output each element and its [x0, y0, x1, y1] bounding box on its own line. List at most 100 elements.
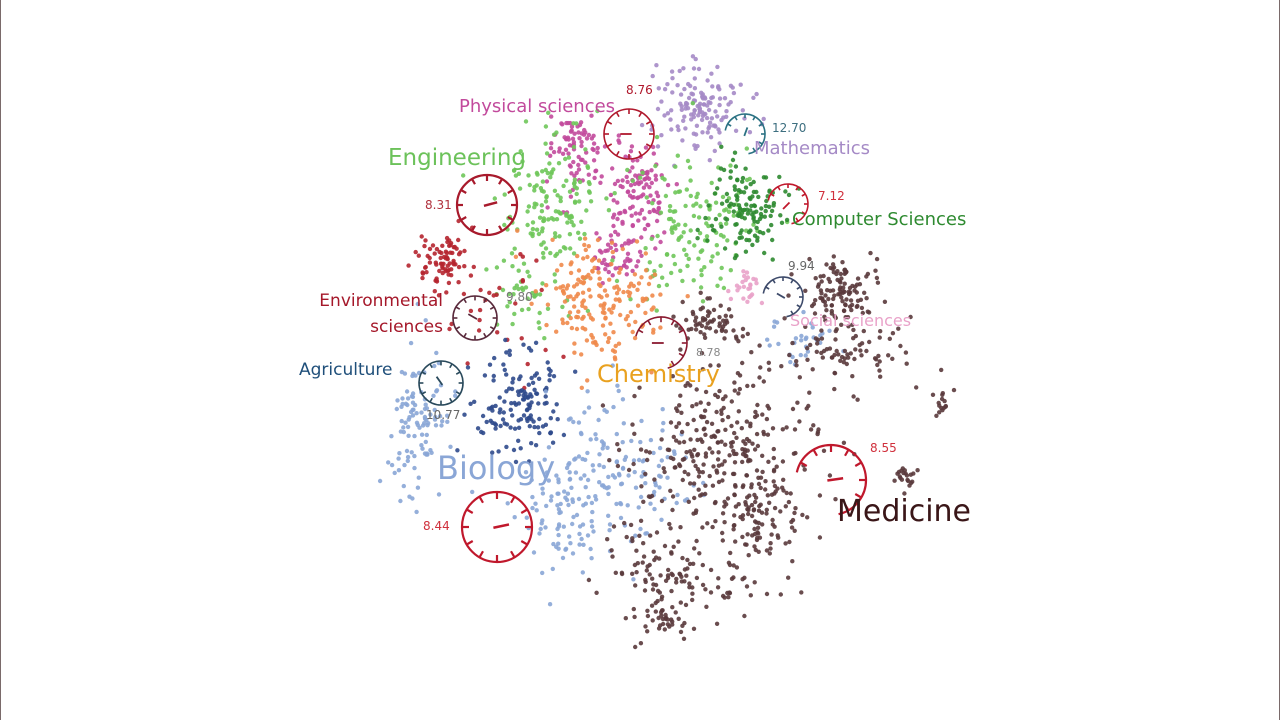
gauge-needle [827, 477, 844, 482]
data-point [680, 278, 685, 284]
data-point [784, 217, 790, 223]
data-point [501, 410, 506, 415]
data-point [440, 419, 445, 424]
data-point [799, 333, 804, 339]
gauge-tick [489, 306, 495, 310]
data-point [394, 406, 399, 412]
data-point [647, 572, 652, 577]
data-point [729, 314, 734, 319]
data-point [557, 211, 563, 216]
data-point [827, 346, 833, 351]
data-point [644, 195, 649, 200]
data-point [801, 309, 806, 315]
data-point [823, 293, 828, 298]
data-point [698, 290, 703, 295]
data-point [614, 284, 620, 289]
data-point [688, 228, 693, 233]
data-point [544, 503, 549, 509]
data-point [836, 352, 841, 357]
data-point [594, 436, 599, 442]
data-point [709, 421, 715, 426]
data-point [576, 268, 582, 273]
data-point [813, 276, 818, 281]
data-point [574, 326, 580, 332]
data-point [625, 503, 630, 508]
data-point [725, 238, 730, 243]
data-point [579, 536, 584, 542]
data-point [886, 353, 891, 358]
data-point [739, 210, 745, 216]
data-point [666, 567, 671, 573]
data-point [527, 274, 532, 279]
label-medicine: Medicine [837, 494, 972, 529]
data-point [770, 237, 775, 243]
data-point [433, 414, 438, 420]
data-point [722, 96, 728, 101]
data-point [556, 477, 561, 482]
data-point [890, 331, 896, 336]
data-point [491, 373, 496, 379]
data-point [659, 517, 664, 522]
data-point [731, 213, 736, 218]
data-point [693, 318, 698, 324]
data-point [693, 463, 698, 469]
data-point [673, 610, 678, 615]
data-point [678, 629, 684, 635]
data-point [605, 339, 611, 345]
data-point [568, 194, 574, 199]
data-point [420, 275, 425, 281]
data-point [567, 189, 573, 194]
data-point [728, 169, 733, 174]
data-point [658, 610, 664, 615]
data-point [571, 144, 577, 150]
data-point [743, 277, 748, 283]
data-point [716, 479, 722, 485]
data-point [850, 283, 855, 289]
data-point [877, 335, 882, 340]
data-point [687, 585, 692, 590]
data-point [815, 431, 820, 437]
data-point [531, 550, 537, 555]
data-point [557, 234, 562, 239]
data-point [741, 269, 746, 274]
data-point [736, 391, 741, 396]
data-point [740, 179, 745, 184]
gauge-tick [463, 332, 467, 338]
gauge-physical-sciences [603, 108, 655, 160]
data-point [566, 502, 571, 508]
data-point [606, 491, 611, 497]
data-point [833, 497, 838, 502]
data-point [554, 217, 560, 222]
data-point [764, 511, 769, 516]
data-point [864, 296, 869, 301]
data-point [468, 308, 474, 314]
data-point [672, 261, 678, 267]
data-point [755, 235, 760, 240]
data-point [597, 480, 602, 485]
data-point [386, 460, 391, 465]
data-point [545, 205, 550, 210]
data-point [733, 222, 738, 227]
data-point [712, 500, 718, 506]
data-point [821, 273, 826, 279]
data-point [746, 457, 751, 462]
data-point [763, 175, 769, 180]
data-point [448, 444, 453, 449]
data-point [720, 511, 726, 516]
data-point [862, 290, 867, 295]
data-point [695, 191, 700, 196]
data-point [688, 178, 693, 183]
data-point [772, 505, 778, 511]
data-point [681, 118, 686, 124]
data-point [512, 311, 517, 317]
data-point [436, 492, 442, 497]
data-point [437, 268, 442, 274]
data-point [574, 191, 579, 197]
data-point [677, 403, 682, 408]
data-point [567, 477, 572, 482]
data-point [540, 518, 545, 523]
data-point [656, 86, 661, 91]
data-point [548, 416, 553, 421]
data-point [706, 216, 711, 221]
data-point [849, 307, 854, 313]
